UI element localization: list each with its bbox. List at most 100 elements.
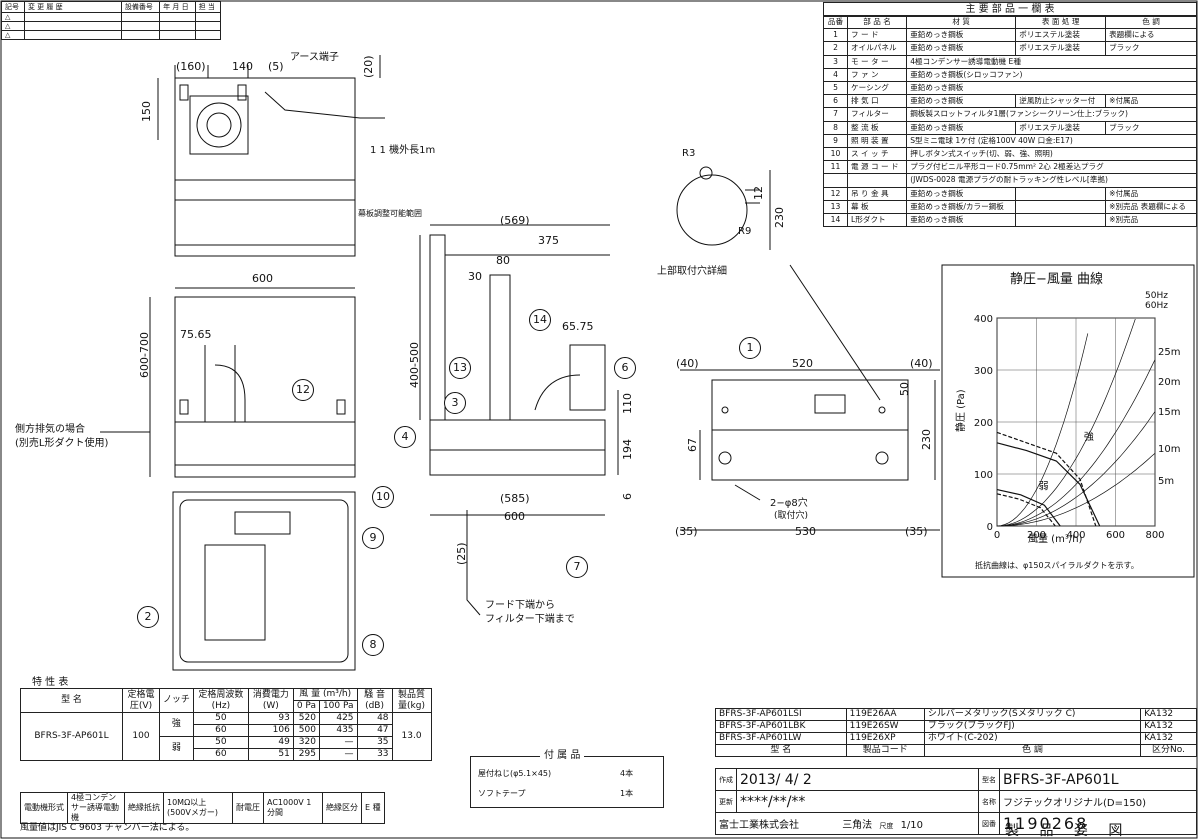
spec-cell: 49 [247,736,294,749]
spec-h-mass: 製品質量(kg) [391,688,432,713]
top-hole-detail [676,166,771,250]
parts-cell: 4 [822,67,849,83]
part-callout: 4 [394,426,416,448]
legend-50hz: 50Hz [1145,291,1168,301]
chart-title: 静圧−風量 曲線 [1010,272,1104,287]
y-tick-label: 100 [974,470,993,481]
parts-cell: L形ダクト [847,213,908,228]
model-label: 型名 [978,768,1000,791]
spec-h-notch: ノッチ [159,688,194,713]
duct-length-label: 5m [1158,476,1174,487]
series-line [996,489,1061,527]
rev-h1: 変 更 履 歴 [23,1,122,13]
parts-cell: 亜鉛めっき鋼板(シロッコファン) [906,67,1197,83]
spec-cell: 60 [192,748,249,761]
variant-cell: シルバーメタリック(Sメタリック C) [923,708,1142,721]
scale-value: 1/10 [900,820,924,831]
duct-resistance-curve [996,359,1156,527]
dim-label: 30 [468,270,482,283]
accessory-item: 屋付ねじ(φ5.1×45) [478,769,552,778]
chart-ylabel: 静圧 (Pa) [956,389,967,432]
spec-footer-cell: 絶縁区分 [322,792,362,824]
variant-cell: BFRS-3F-AP601LBK [715,720,847,733]
updated-label: 更新 [715,790,737,813]
spec-h-0pa: 0 Pa [292,700,320,713]
parts-cell: 電 源 コ ー ド [847,160,908,175]
part-callout: 3 [444,392,466,414]
dim-label: 400-500 [408,342,421,388]
name-label: 名称 [978,790,1000,813]
revision-table: 記号 変 更 履 歴 設備番号 年 月 日 担 当 △ △ △ [1,1,222,40]
spec-notch-weak: 弱 [159,736,194,761]
parts-cell: 1 [822,28,849,43]
dim-label: (585) [500,492,530,505]
x-tick-label: 400 [1066,530,1085,541]
accessories-title: 付 属 品 [540,746,585,761]
spec-footer-cell: 4極コンデンサー誘導電動機 [67,792,125,824]
dim-label: 520 [792,357,813,370]
spec-h-voltage: 定格電圧(V) [122,688,160,713]
dim-label: 194 [621,439,634,460]
part-callout: 2 [137,606,159,628]
holes-note: (取付穴) [774,511,809,521]
parts-cell: 整 流 板 [847,120,908,135]
made-date: 2013/ 4/ 2 [736,768,979,791]
legend-60hz: 60Hz [1145,301,1168,311]
chart-note: 抵抗曲線は、φ150スパイラルダクトを示す。 [975,561,1139,570]
parts-cell: 亜鉛めっき鋼板 [906,186,1017,201]
dim-label: R3 [682,148,696,159]
y-tick-label: 200 [974,418,993,429]
parts-row: (JWDS-0028 電源プラグの耐トラッキング性レベル[準拠) [822,173,1197,188]
part-callout: 1 [739,337,761,359]
dim-label: (40) [910,357,933,370]
earth-label: アース端子 [290,52,339,63]
parts-cell: 亜鉛めっき鋼板/カラー鋼板 [906,199,1017,215]
accessory-qty: 1本 [620,789,634,798]
dim-label: 12 [752,186,765,200]
duct-resistance-curve [996,411,1156,527]
y-tick-label: 0 [987,522,993,533]
parts-cell: 排 気 口 [847,94,908,109]
parts-cell: 鋼板製スロットフィルタ1層(ファンシークリーン仕上:ブラック) [906,107,1197,122]
spec-cell: — [318,748,358,761]
dim-label: 110 [621,393,634,414]
parts-cell: ※付属品 [1105,186,1197,201]
parts-cell: ※別売品 [1105,213,1197,228]
curve-label-strong: 強 [1084,430,1094,443]
specs-table: 型 名 定格電圧(V) ノッチ 定格周波数(Hz) 消費電力(W) 風 量 (m… [20,688,432,761]
rev-mark: △ [1,21,25,31]
title-block: 作成 2013/ 4/ 2 型名 BFRS-3F-AP601L 更新 ****/… [715,768,1197,835]
parts-cell: 11 [822,160,849,175]
spec-voltage: 100 [122,712,160,761]
dim-label: 50 [898,382,911,396]
parts-cell: ポリエステル塗装 [1015,41,1107,56]
parts-cell: 4極コンデンサー誘導電動機 E種 [906,54,1197,69]
spec-model: BFRS-3F-AP601L [20,712,123,761]
top-view [157,55,385,257]
parts-cell: 10 [822,147,849,162]
dim-label: 67 [686,438,699,452]
hood-bottom-note: フィルター下端まで [485,614,575,625]
parts-cell: 亜鉛めっき鋼板 [906,28,1017,43]
side-exhaust-note: (別売L形ダクト使用) [15,438,109,449]
x-tick-label: 200 [1027,530,1046,541]
variant-header: 型 名 [715,744,847,757]
fig-number: 1190268 [999,812,1197,835]
part-callout: 10 [372,486,394,508]
spec-cell: 48 [356,712,393,725]
rear-view [680,369,940,531]
part-callout: 7 [566,556,588,578]
spec-cell: — [318,736,358,749]
dim-label: 600 [252,272,273,285]
parts-cell: S型ミニ電球 1ケ付 (定格100V 40W 口金:E17) [906,133,1197,149]
